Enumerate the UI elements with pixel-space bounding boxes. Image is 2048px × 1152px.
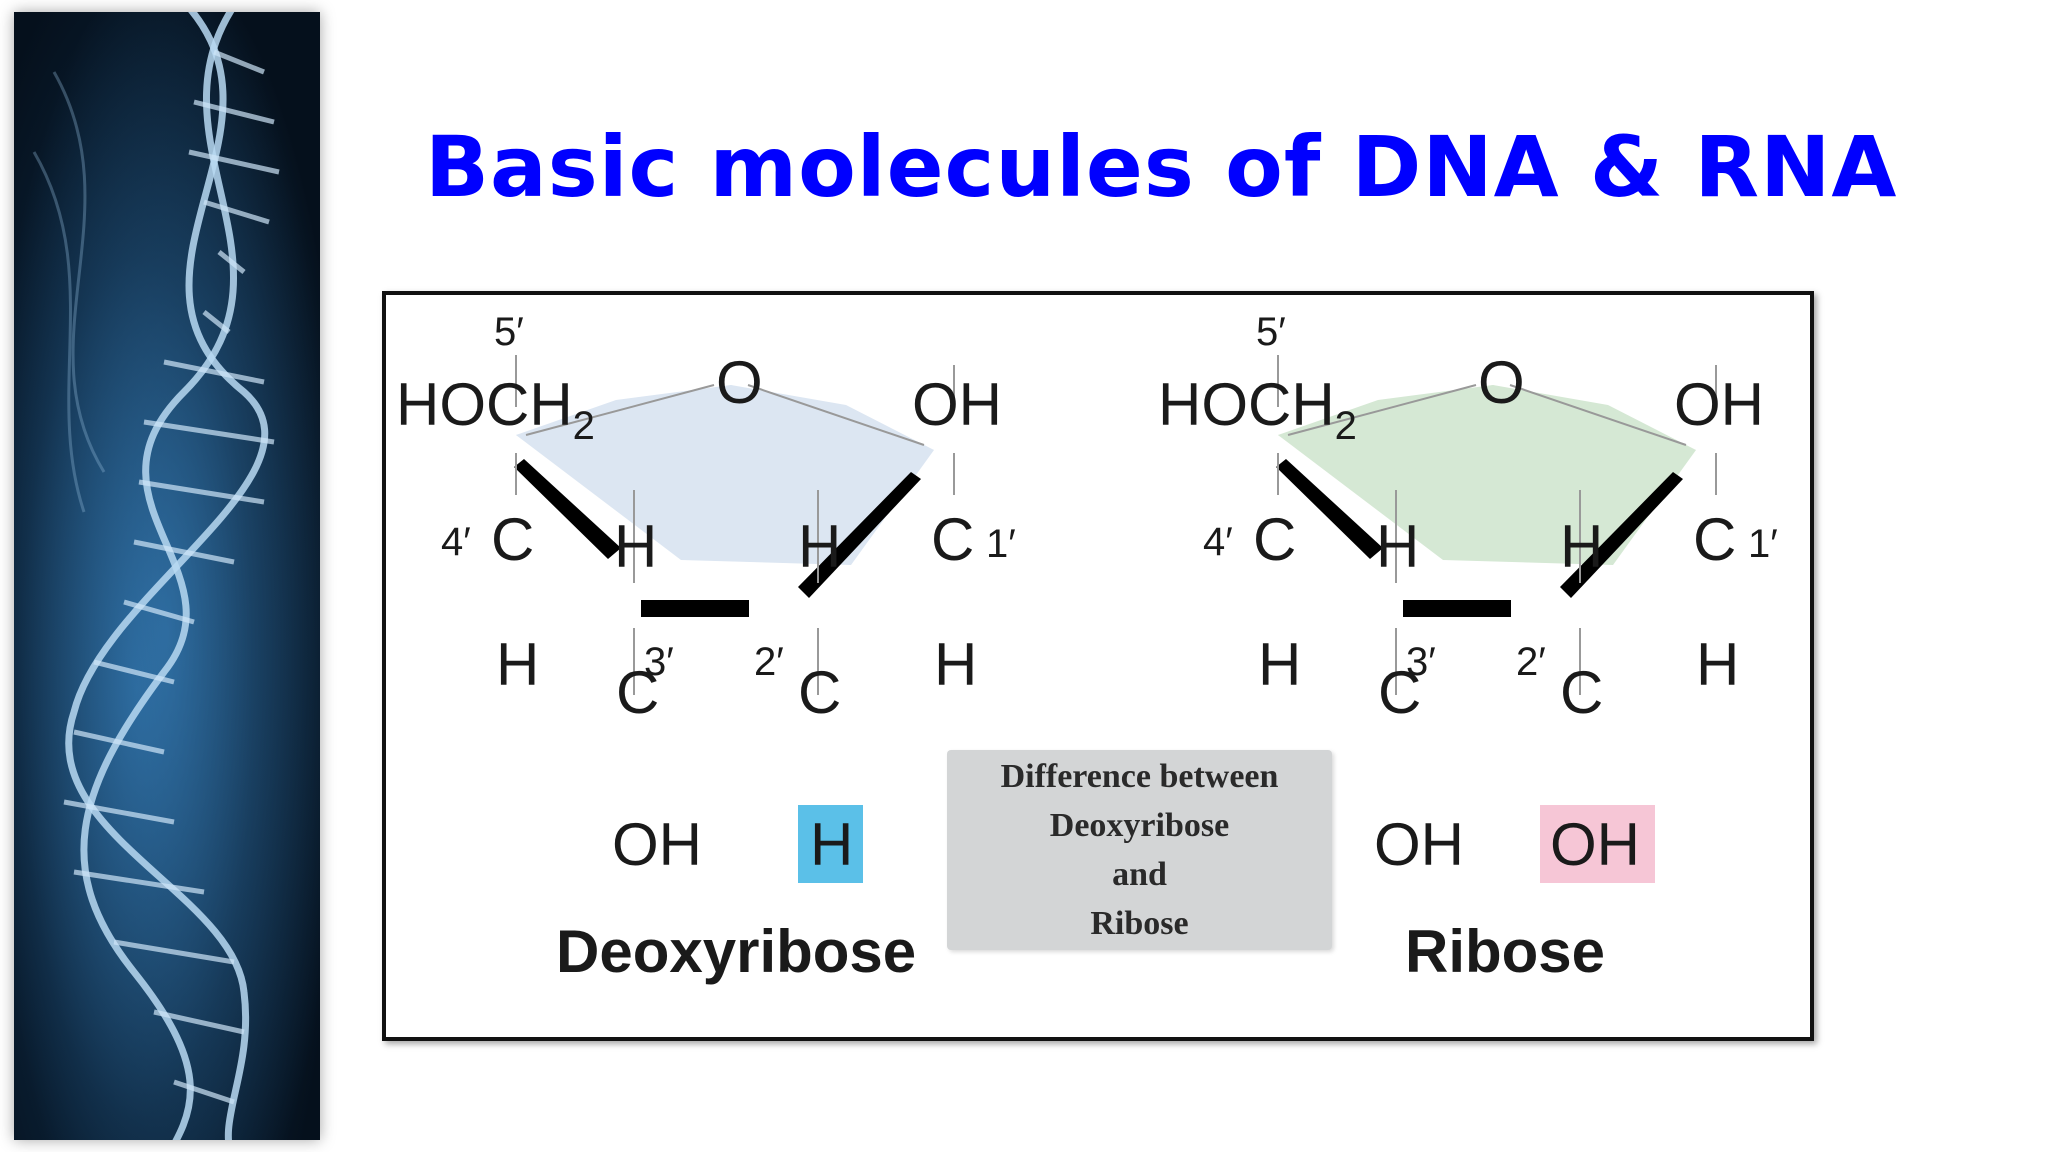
sugar-structures: 5′ HOCH2 O OH 4′ C H H C 1′ 3′ 2′ H C C … (396, 310, 1778, 883)
wedge-c2-c1 (798, 472, 921, 598)
ribose-name: Ribose (1405, 918, 1606, 985)
c2-prime-label: 2′ (754, 640, 784, 684)
c3-prime-label: 3′ (1406, 640, 1436, 684)
c1-oh-label: OH (912, 371, 1002, 438)
ribose-highlight (1540, 805, 1655, 883)
c1-label: C (1693, 506, 1736, 573)
ring-oxygen-label: O (1478, 349, 1525, 416)
c3-oh-label: OH (612, 811, 702, 878)
c2-h-bottom-label: H (810, 811, 853, 878)
deoxyribose-highlight (798, 805, 863, 883)
c3-h-label: H (614, 513, 657, 580)
c5-prime-label: 5′ (494, 310, 524, 354)
c3-prime-label: 3′ (644, 640, 674, 684)
c3-label: C (616, 659, 659, 726)
c3-h-label: H (1376, 513, 1419, 580)
difference-line-2: Deoxyribose (1049, 807, 1230, 844)
dna-helix-image (14, 12, 320, 1140)
difference-caption-box: Difference between Deoxyribose and Ribos… (947, 750, 1332, 950)
c2-h-label: H (798, 513, 841, 580)
difference-line-3: and (1112, 856, 1167, 893)
c4-prime-label: 4′ (441, 520, 471, 564)
c4-label: C (1253, 506, 1296, 573)
c4-h-bottom-label: H (1258, 631, 1301, 698)
dna-helix-icon (14, 12, 320, 1140)
c3-oh-label: OH (1374, 811, 1464, 878)
deoxyribose-structure: 5′ HOCH2 O OH 4′ C H H C 1′ 3′ 2′ H C C … (396, 310, 1016, 883)
difference-line-4: Ribose (1090, 905, 1189, 942)
c2-label: C (1560, 659, 1603, 726)
c4-prime-label: 4′ (1203, 520, 1233, 564)
bond-c4-o (525, 384, 715, 436)
slide-title: Basic molecules of DNA & RNA (425, 118, 1898, 216)
c1-prime-label: 1′ (1748, 522, 1778, 566)
c1-oh-label: OH (1674, 371, 1764, 438)
wedge-c4-c3 (514, 459, 621, 559)
c1-prime-label: 1′ (986, 522, 1016, 566)
c1-h-bottom-label: H (934, 631, 977, 698)
c5-prime-label: 5′ (1256, 310, 1286, 354)
c4-label: C (491, 506, 534, 573)
hoch2-label: HOCH2 (396, 371, 595, 448)
ring-oxygen-label: O (716, 349, 763, 416)
c1-h-bottom-label: H (1696, 631, 1739, 698)
hoch2-label: HOCH2 (1158, 371, 1357, 448)
c2-oh-bottom-label: OH (1550, 811, 1640, 878)
c2-h-label: H (1560, 513, 1603, 580)
ribose-structure: 5′ HOCH2 O OH 4′ C H H C 1′ 3′ 2′ H C C … (1158, 310, 1778, 883)
deoxyribose-name: Deoxyribose (556, 918, 917, 985)
sugar-comparison-diagram: 5′ HOCH2 O OH 4′ C H H C 1′ 3′ 2′ H C C … (382, 291, 1814, 1041)
c1-label: C (931, 506, 974, 573)
c3-label: C (1378, 659, 1421, 726)
c2-label: C (798, 659, 841, 726)
bold-bond-c3-c2 (641, 600, 749, 617)
c4-h-bottom-label: H (496, 631, 539, 698)
c2-prime-label: 2′ (1516, 640, 1546, 684)
bond-o-c1 (747, 384, 925, 446)
difference-line-1: Difference between (1000, 758, 1279, 795)
